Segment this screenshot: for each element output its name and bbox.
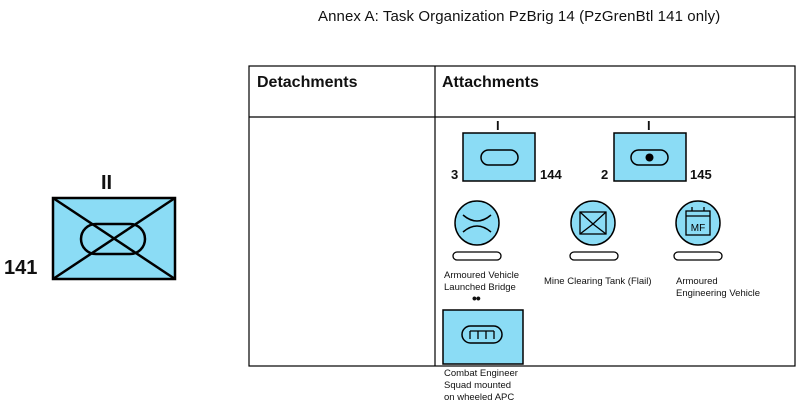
mine-clearing-label: Mine Clearing Tank (Flail) [544,276,652,287]
engineering-label-line1: Armoured [676,276,718,287]
engineer-squad-symbol [442,309,524,365]
unit-b-symbol [613,132,687,182]
bridge-label: Armoured Vehicle Launched Bridge [444,270,519,294]
unit-b-right-number: 145 [690,167,712,182]
engineer-squad-label-line3: on wheeled APC [444,392,515,403]
page-title: Annex A: Task Organization PzBrig 14 (Pz… [318,8,721,25]
unit-a-left-number: 3 [451,167,459,182]
detachments-header: Detachments [257,74,358,91]
engineer-squad-label-line1: Combat Engineer [444,368,518,379]
engineer-squad-label-line2: Squad mounted [444,380,512,391]
engineering-symbol-text: MF [691,223,705,234]
engineering-label: Armoured Engineering Vehicle [676,276,760,300]
main-unit-echelon: II [101,172,113,194]
engineer-squad-echelon: •• [472,290,481,306]
main-unit-symbol [51,196,177,281]
bridge-label-line2: Launched Bridge [444,282,516,293]
unit-a-right-number: 144 [540,167,562,182]
attachments-header: Attachments [442,74,539,91]
mine-clearing-tank-symbol [569,200,619,261]
bridge-vehicle-symbol [452,200,502,261]
main-unit-designation: 141 [4,257,38,279]
engineering-vehicle-symbol: MF [673,200,723,261]
engineer-squad-label: Combat Engineer Squad mounted on wheeled… [444,368,518,404]
bridge-label-line1: Armoured Vehicle [444,270,519,281]
unit-a-echelon: I [496,118,500,133]
task-org-table [248,65,796,367]
unit-a-symbol [462,132,536,182]
unit-b-left-number: 2 [601,167,609,182]
unit-b-echelon: I [647,118,651,133]
engineering-label-line2: Engineering Vehicle [676,288,760,299]
